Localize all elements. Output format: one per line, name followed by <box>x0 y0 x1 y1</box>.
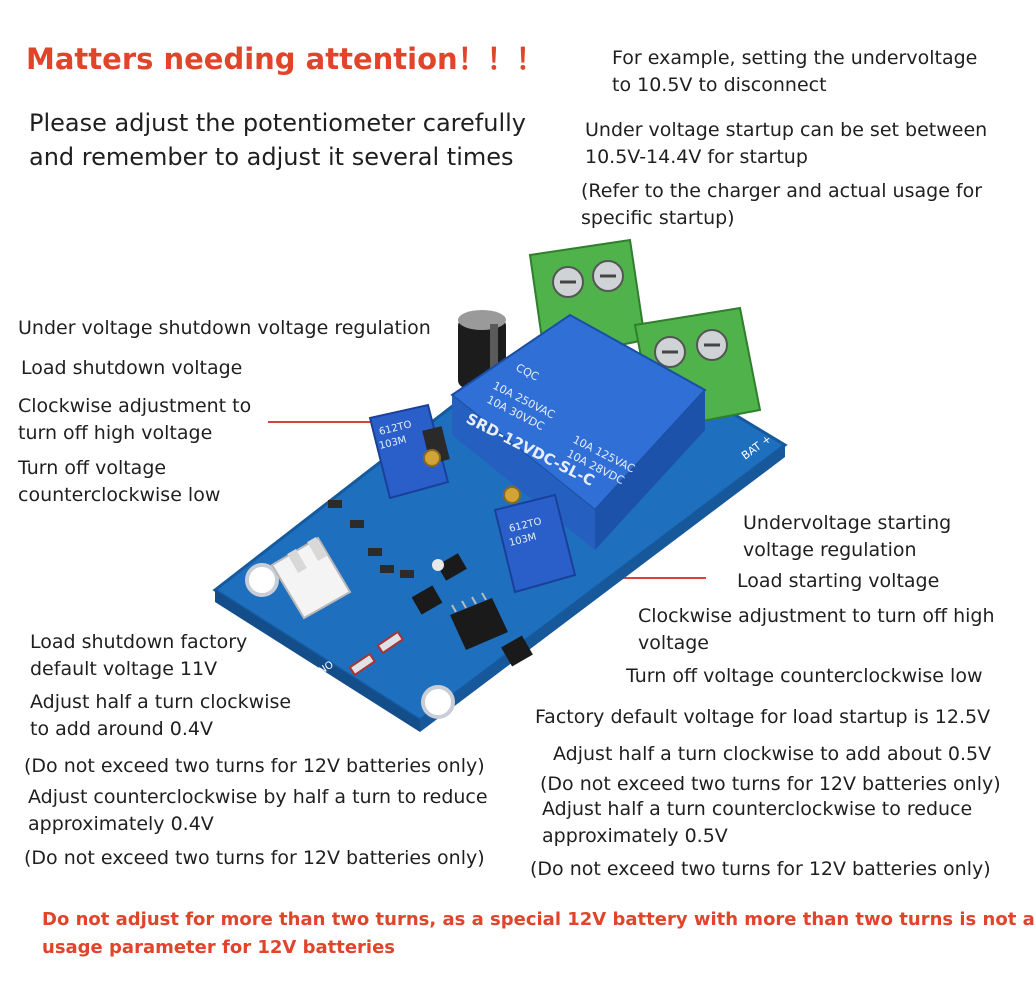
mounting-hole <box>421 685 455 719</box>
startup-range-line-2: 10.5V-14.4V for startup <box>585 146 808 168</box>
right-clockwise-line-1: Clockwise adjustment to turn off high <box>638 605 995 627</box>
right-counterclockwise-line: Turn off voltage counterclockwise low <box>626 665 983 687</box>
limit-note-3: (Do not exceed two turns for 12V batteri… <box>540 773 1001 795</box>
mounting-hole <box>245 563 279 597</box>
load-shutdown-voltage-label: Load shutdown voltage <box>21 357 243 379</box>
clockwise-line-2: turn off high voltage <box>18 422 213 444</box>
example-line-2: to 10.5V to disconnect <box>612 74 827 96</box>
factory-default-line-2: default voltage 11V <box>30 658 218 680</box>
example-line-1: For example, setting the undervoltage <box>612 47 978 69</box>
clockwise-line-1: Clockwise adjustment to <box>18 395 252 417</box>
limit-note-4: (Do not exceed two turns for 12V batteri… <box>530 858 991 880</box>
limit-note-2: (Do not exceed two turns for 12V batteri… <box>24 847 485 869</box>
resistor <box>380 565 394 573</box>
load-starting-voltage-label: Load starting voltage <box>737 570 940 592</box>
half-turn-ccw-line-1: Adjust counterclockwise by half a turn t… <box>28 786 488 808</box>
ic-chip <box>450 592 508 650</box>
half-turn-cw-line-2: to add around 0.4V <box>30 718 213 740</box>
page-title: Matters needing attention！！！ <box>26 42 545 76</box>
right-clockwise-line-2: voltage <box>638 632 709 654</box>
startup-half-turn-ccw-line-1: Adjust half a turn counterclockwise to r… <box>542 798 973 820</box>
startup-half-turn-cw: Adjust half a turn clockwise to add abou… <box>553 743 992 765</box>
half-turn-cw-line-1: Adjust half a turn clockwise <box>30 691 292 713</box>
startup-potentiometer: 612TO 103M <box>493 486 577 594</box>
relay: CQC 10A 250VAC 10A 30VDC 10A 125VAC 10A … <box>450 313 707 550</box>
counterclockwise-line-1: Turn off voltage <box>18 457 167 479</box>
warning-line: usage parameter for 12V batteries <box>42 937 396 958</box>
warning-line: Do not adjust for more than two turns, a… <box>42 909 1035 930</box>
resistor <box>350 520 364 528</box>
refer-note-line-1: (Refer to the charger and actual usage f… <box>581 180 983 202</box>
transistor <box>437 553 467 581</box>
half-turn-ccw-line-2: approximately 0.4V <box>28 813 214 835</box>
resistor <box>328 500 342 508</box>
limit-note-1: (Do not exceed two turns for 12V batteri… <box>24 755 485 777</box>
shutdown-regulation-label: Under voltage shutdown voltage regulatio… <box>18 317 431 339</box>
relay-module-board: BAT + CQC 10A 250VAC 10A 30VDC 10A 125VA… <box>212 238 788 732</box>
undervoltage-start-line-1: Undervoltage starting <box>743 512 952 534</box>
intro-line: Please adjust the potentiometer carefull… <box>29 109 526 137</box>
resistor <box>368 548 382 556</box>
shutdown-potentiometer: 612TO 103M <box>368 403 450 500</box>
transistor <box>501 635 533 667</box>
resistor <box>400 570 414 578</box>
startup-half-turn-ccw-line-2: approximately 0.5V <box>542 825 728 847</box>
transistor <box>411 585 443 615</box>
factory-default-line-1: Load shutdown factory <box>30 631 248 653</box>
pcb-edge <box>215 590 420 732</box>
refer-note-line-2: specific startup) <box>581 207 735 229</box>
startup-factory-default: Factory default voltage for load startup… <box>535 706 991 728</box>
counterclockwise-line-2: counterclockwise low <box>18 484 221 506</box>
intro-text: Please adjust the potentiometer carefull… <box>29 106 526 174</box>
diode <box>348 652 377 677</box>
warning-text: Do not adjust for more than two turns, a… <box>42 906 1035 962</box>
diode <box>376 630 405 655</box>
intro-line: and remember to adjust it several times <box>29 143 514 171</box>
led <box>432 559 444 571</box>
undervoltage-start-line-2: voltage regulation <box>743 539 917 561</box>
startup-range-line-1: Under voltage startup can be set between <box>585 119 988 141</box>
